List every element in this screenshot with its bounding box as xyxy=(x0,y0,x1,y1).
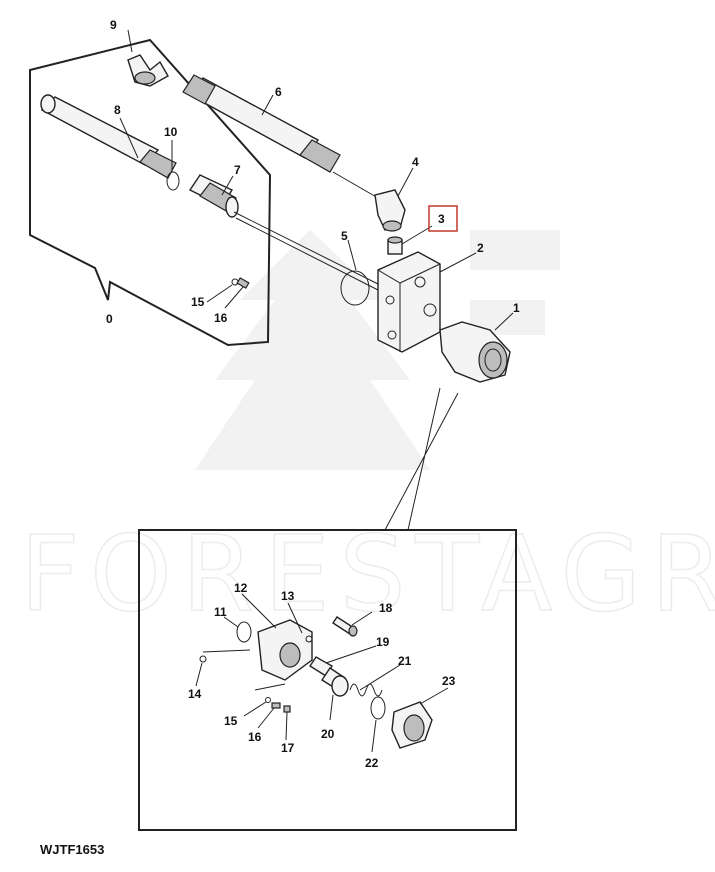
part-18-cap-screw xyxy=(332,616,358,637)
callout-1: 1 xyxy=(513,301,520,315)
part-11-o-ring xyxy=(236,621,252,643)
callout-17: 17 xyxy=(281,741,295,755)
callout-labels: 9 8 10 7 6 15 16 0 4 3 5 2 1 12 13 11 18… xyxy=(106,18,520,770)
callout-10: 10 xyxy=(164,125,178,139)
detail-view-frame xyxy=(138,529,517,831)
callout-2: 2 xyxy=(477,241,484,255)
callout-12: 12 xyxy=(234,581,248,595)
figure-code: WJTF1653 xyxy=(40,842,104,857)
callout-22: 22 xyxy=(365,756,379,770)
callout-16-upper: 16 xyxy=(214,311,228,325)
part-5-o-ring xyxy=(340,270,370,306)
part-23-plug xyxy=(391,701,433,749)
callout-11: 11 xyxy=(214,605,227,619)
group-0-frame xyxy=(29,38,272,347)
hose-to-elbow-line xyxy=(332,171,379,199)
callout-18: 18 xyxy=(379,601,393,615)
part-2-valve-body xyxy=(377,251,441,353)
callout-3: 3 xyxy=(438,212,445,226)
callout-13: 13 xyxy=(281,589,295,603)
part-8-tube xyxy=(40,94,177,179)
leader-lines xyxy=(119,29,514,753)
part-1-end-cap xyxy=(439,321,511,383)
watermark-tree-logo xyxy=(195,230,560,470)
part-7-fitting xyxy=(188,174,239,218)
callout-5: 5 xyxy=(341,229,348,243)
callout-15-upper: 15 xyxy=(191,295,205,309)
callout-23: 23 xyxy=(442,674,456,688)
part-6-hose xyxy=(182,74,341,173)
watermark: FORESTAGRI xyxy=(19,230,715,636)
part-22-o-ring xyxy=(370,696,386,720)
part-13-dowel xyxy=(305,635,313,643)
callout-0: 0 xyxy=(106,312,113,326)
callout-20: 20 xyxy=(321,727,335,741)
callout-4: 4 xyxy=(412,155,419,169)
part-21-spring xyxy=(349,683,383,697)
callout-19: 19 xyxy=(376,635,390,649)
part-12-housing xyxy=(257,619,313,681)
part-3-adapter xyxy=(387,236,403,255)
part-9-elbow xyxy=(127,54,169,87)
callout-6: 6 xyxy=(275,85,282,99)
part-15-16-small-screw xyxy=(231,277,250,289)
callout-21: 21 xyxy=(398,654,412,668)
detail-pointer-lines xyxy=(384,387,459,531)
part-10-o-ring xyxy=(166,171,180,191)
part-4-elbow xyxy=(374,189,406,232)
watermark-text: FORESTAGRI xyxy=(20,513,715,635)
part-14-ball xyxy=(199,655,207,663)
part-20-spool xyxy=(321,667,349,697)
callout-14: 14 xyxy=(188,687,202,701)
callout-9: 9 xyxy=(110,18,117,32)
part-15-16-17-screws xyxy=(265,697,291,713)
connecting-rod xyxy=(233,211,381,292)
callout-15-lower: 15 xyxy=(224,714,238,728)
part-19-sleeve xyxy=(309,656,333,677)
callout-3-highlight-box xyxy=(428,205,458,232)
callout-7: 7 xyxy=(234,163,241,177)
callout-16-lower: 16 xyxy=(248,730,262,744)
callout-8: 8 xyxy=(114,103,121,117)
